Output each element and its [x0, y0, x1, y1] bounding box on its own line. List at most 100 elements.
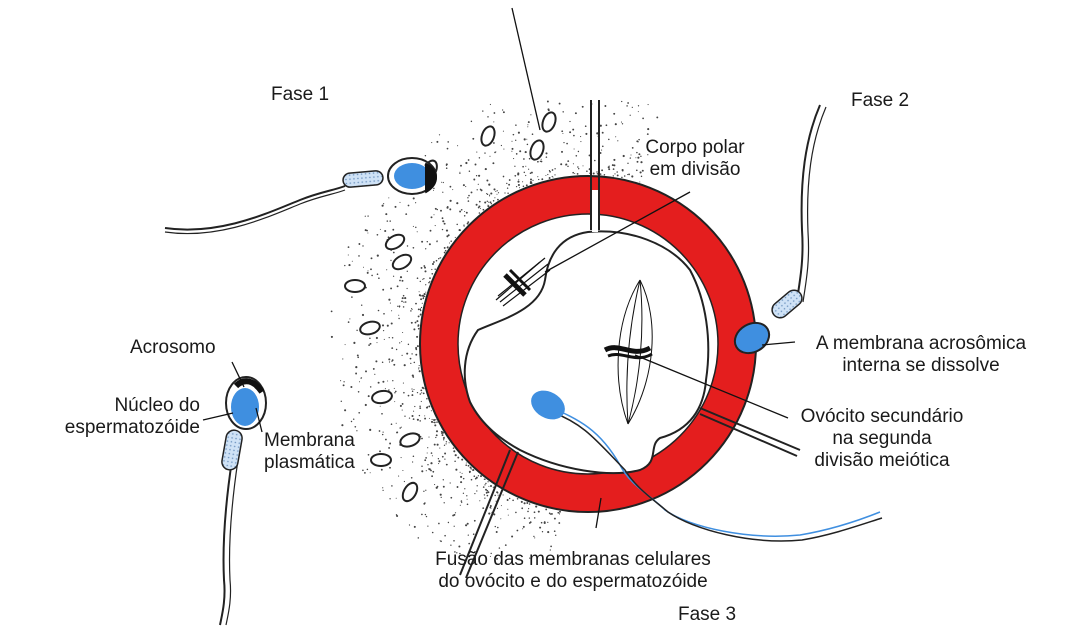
stipple-dot: [367, 232, 368, 233]
stipple-dot: [378, 382, 380, 384]
stipple-dot: [443, 479, 444, 480]
stipple-dot: [420, 298, 422, 300]
label-plasma-membrane-line1: Membrana: [264, 430, 355, 452]
stipple-dot: [399, 305, 401, 307]
stipple-dot: [446, 235, 448, 237]
stipple-dot: [442, 217, 444, 219]
stipple-dot: [476, 490, 477, 491]
stipple-dot: [502, 109, 503, 110]
stipple-dot: [444, 445, 445, 446]
stipple-dot: [465, 524, 467, 526]
corona-cell: [371, 454, 391, 466]
stipple-dot: [420, 314, 422, 316]
stipple-dot: [479, 500, 480, 501]
stipple-dot: [355, 373, 357, 375]
stipple-dot: [368, 454, 370, 456]
stipple-dot: [410, 358, 412, 360]
stipple-dot: [656, 116, 658, 118]
stipple-dot: [369, 337, 371, 339]
stipple-dot: [559, 513, 560, 514]
stipple-dot: [533, 536, 534, 537]
stipple-dot: [538, 179, 539, 180]
stipple-dot: [574, 148, 575, 149]
stipple-dot: [484, 152, 485, 153]
stipple-dot: [393, 276, 394, 277]
stipple-dot: [517, 172, 519, 174]
stipple-dot: [454, 460, 456, 462]
stipple-dot: [559, 103, 561, 105]
stipple-dot: [443, 437, 445, 439]
stipple-dot: [431, 475, 433, 477]
stipple-dot: [436, 421, 438, 423]
stipple-dot: [549, 170, 550, 171]
stipple-dot: [596, 171, 597, 172]
stipple-dot: [367, 270, 368, 271]
stipple-dot: [626, 105, 628, 107]
stipple-dot: [487, 194, 489, 196]
stipple-dot: [418, 328, 420, 330]
stipple-dot: [453, 447, 455, 449]
stipple-dot: [413, 226, 414, 227]
stipple-dot: [487, 495, 489, 497]
stipple-dot: [463, 478, 465, 480]
stipple-dot: [534, 537, 535, 538]
stipple-dot: [387, 380, 388, 381]
stipple-dot: [385, 439, 387, 441]
stipple-dot: [464, 211, 465, 212]
stipple-dot: [514, 166, 515, 167]
stipple-dot: [331, 311, 333, 313]
stipple-dot: [404, 297, 406, 299]
stipple-dot: [412, 309, 413, 310]
stipple-dot: [471, 468, 472, 469]
stipple-dot: [577, 173, 579, 175]
stipple-dot: [426, 407, 428, 409]
stipple-dot: [398, 476, 399, 477]
stipple-dot: [348, 321, 350, 323]
stipple-dot: [493, 121, 494, 122]
stipple-dot: [615, 136, 616, 137]
stipple-dot: [578, 168, 579, 169]
label-plasma-membrane: Membrana plasmática: [264, 430, 355, 474]
stipple-dot: [504, 192, 505, 193]
stipple-dot: [379, 430, 381, 432]
stipple-dot: [559, 511, 561, 513]
stipple-dot: [577, 166, 579, 168]
stipple-dot: [523, 158, 525, 160]
stipple-dot: [434, 444, 436, 446]
stipple-dot: [407, 288, 408, 289]
stipple-dot: [351, 421, 352, 422]
stipple-dot: [421, 514, 423, 516]
stipple-dot: [437, 240, 438, 241]
stipple-dot: [574, 173, 575, 174]
stipple-dot: [419, 420, 421, 422]
stipple-dot: [438, 523, 440, 525]
stipple-dot: [403, 301, 404, 302]
stipple-dot: [376, 342, 377, 343]
stipple-dot: [379, 450, 381, 452]
stipple-dot: [455, 512, 456, 513]
stipple-dot: [364, 472, 366, 474]
label-phase-3: Fase 3: [678, 604, 736, 626]
stipple-dot: [462, 473, 463, 474]
oocyte-membrane: [465, 231, 709, 473]
stipple-dot: [446, 167, 448, 169]
stipple-dot: [547, 174, 548, 175]
stipple-dot: [488, 513, 490, 515]
stipple-dot: [472, 470, 473, 471]
stipple-dot: [383, 313, 385, 315]
stipple-dot: [354, 426, 356, 428]
stipple-dot: [434, 422, 436, 424]
stipple-dot: [497, 508, 498, 509]
stipple-dot: [479, 212, 481, 214]
stipple-dot: [486, 193, 487, 194]
stipple-dot: [343, 381, 344, 382]
stipple-dot: [469, 471, 471, 473]
stipple-dot: [417, 392, 418, 393]
stipple-dot: [459, 172, 460, 173]
stipple-dot: [456, 202, 458, 204]
stipple-dot: [415, 303, 417, 305]
stipple-dot: [496, 194, 497, 195]
stipple-dot: [530, 181, 532, 183]
stipple-dot: [442, 192, 443, 193]
sperm-track-top: [591, 100, 599, 232]
